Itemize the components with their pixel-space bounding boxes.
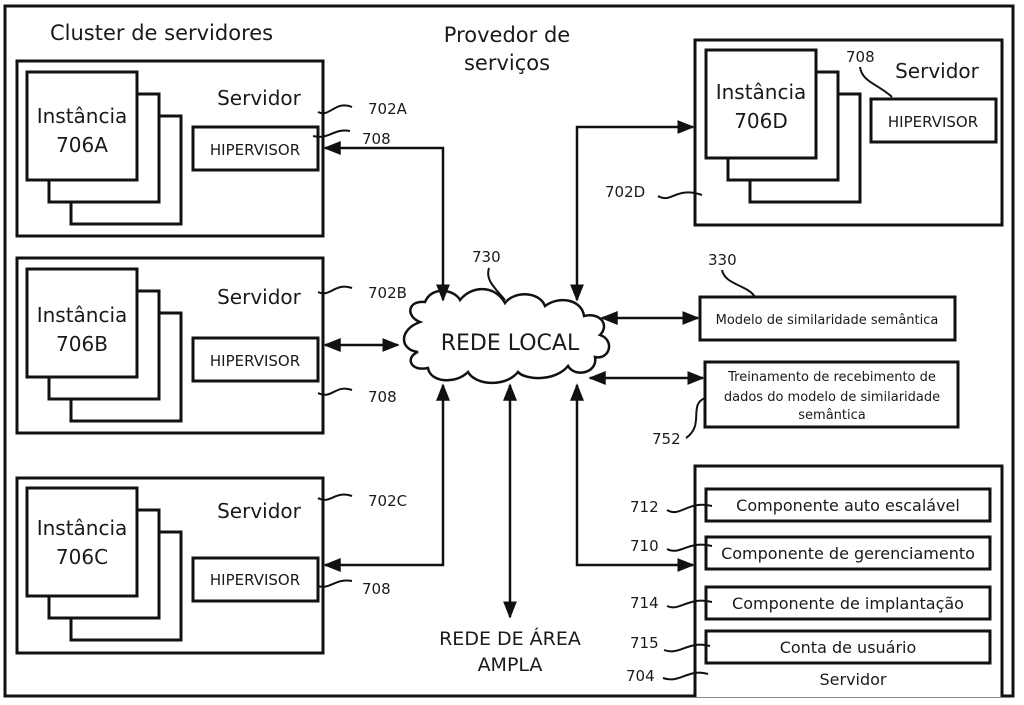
component-user-account [704, 629, 992, 665]
instance-706a-label: Instância [37, 104, 128, 128]
connector-mgmt-server [570, 383, 695, 572]
instance-706d-label: Instância [716, 80, 807, 104]
local-network-cloud: REDE LOCAL 730 [402, 248, 611, 385]
connector-server-a [323, 141, 450, 302]
training-data: Treinamento de recebimento de dados do m… [652, 360, 960, 448]
ref-704: 704 [626, 667, 655, 685]
mgmt-server-label: Servidor [819, 670, 886, 689]
server-b-label: Servidor [217, 285, 302, 309]
ref-710: 710 [630, 537, 659, 555]
instance-706d-id: 706D [734, 109, 788, 133]
ref-708-c: 708 [362, 580, 391, 598]
ref-708-b: 708 [368, 388, 397, 406]
training-label-line3: semântica [798, 408, 865, 423]
ref-702b: 702B [368, 284, 407, 302]
similarity-model: Modelo de similaridade semântica 330 [698, 251, 957, 342]
server-c: Instância 706C Servidor HIPERVISOR 702C … [15, 476, 407, 655]
instance-706c-id: 706C [56, 545, 108, 569]
ref-708-d: 708 [846, 48, 875, 66]
component-autoscaling-label: Componente auto escalável [736, 496, 960, 515]
hypervisor-a [191, 125, 320, 172]
ref-730: 730 [472, 248, 501, 266]
provider-title-line2: serviços [464, 51, 550, 75]
hypervisor-c [191, 556, 320, 603]
hypervisor-d-label: HIPERVISOR [888, 113, 978, 131]
instance-706b-id: 706B [56, 332, 108, 356]
hypervisor-c-label: HIPERVISOR [210, 571, 300, 589]
server-a-label: Servidor [217, 86, 302, 110]
ref-712: 712 [630, 498, 659, 516]
component-autoscaling [704, 487, 992, 523]
connectors [323, 120, 705, 619]
training-label-line2: dados do modelo de similaridade [724, 390, 940, 405]
connector-server-d [570, 120, 695, 302]
hypervisor-a-label: HIPERVISOR [210, 141, 300, 159]
instance-706c-label: Instância [37, 516, 128, 540]
server-d-label: Servidor [895, 59, 980, 83]
component-management-label: Componente de gerenciamento [721, 544, 975, 563]
ref-702d: 702D [605, 183, 645, 201]
training-label-line1: Treinamento de recebimento de [727, 370, 936, 385]
ref-714: 714 [630, 594, 659, 612]
ref-702a: 702A [368, 100, 408, 118]
hypervisor-b [191, 336, 320, 383]
provider-title-line1: Provedor de [444, 23, 570, 47]
component-deployment-label: Componente de implantação [732, 594, 964, 613]
ref-752: 752 [652, 430, 681, 448]
ref-708-a: 708 [362, 130, 391, 148]
hypervisor-b-label: HIPERVISOR [210, 352, 300, 370]
cluster-title: Cluster de servidores [50, 21, 273, 45]
local-network-label: REDE LOCAL [441, 331, 580, 356]
component-management [704, 535, 992, 571]
server-b: Instância 706B Servidor HIPERVISOR 702B … [15, 256, 407, 435]
instance-706b-label: Instância [37, 303, 128, 327]
server-c-label: Servidor [217, 499, 302, 523]
management-server: Componente auto escalável Componente de … [626, 464, 1004, 697]
connector-server-c [323, 383, 450, 572]
model-label: Modelo de similaridade semântica [716, 313, 939, 328]
ref-715: 715 [630, 634, 659, 652]
instance-706a-id: 706A [56, 133, 108, 157]
hypervisor-d [869, 97, 998, 144]
ref-702c: 702C [368, 492, 407, 510]
cloud-shape [402, 287, 611, 385]
server-a: Instância 706A Servidor HIPERVISOR 702A … [15, 59, 408, 238]
component-deployment [704, 585, 992, 621]
component-user-account-label: Conta de usuário [780, 638, 917, 657]
ref-330: 330 [708, 251, 737, 269]
wan-label-line2: AMPLA [478, 654, 543, 676]
server-d: Instância 706D Servidor HIPERVISOR 708 7… [605, 38, 1004, 227]
wan-label-line1: REDE DE ÁREA [439, 627, 581, 650]
